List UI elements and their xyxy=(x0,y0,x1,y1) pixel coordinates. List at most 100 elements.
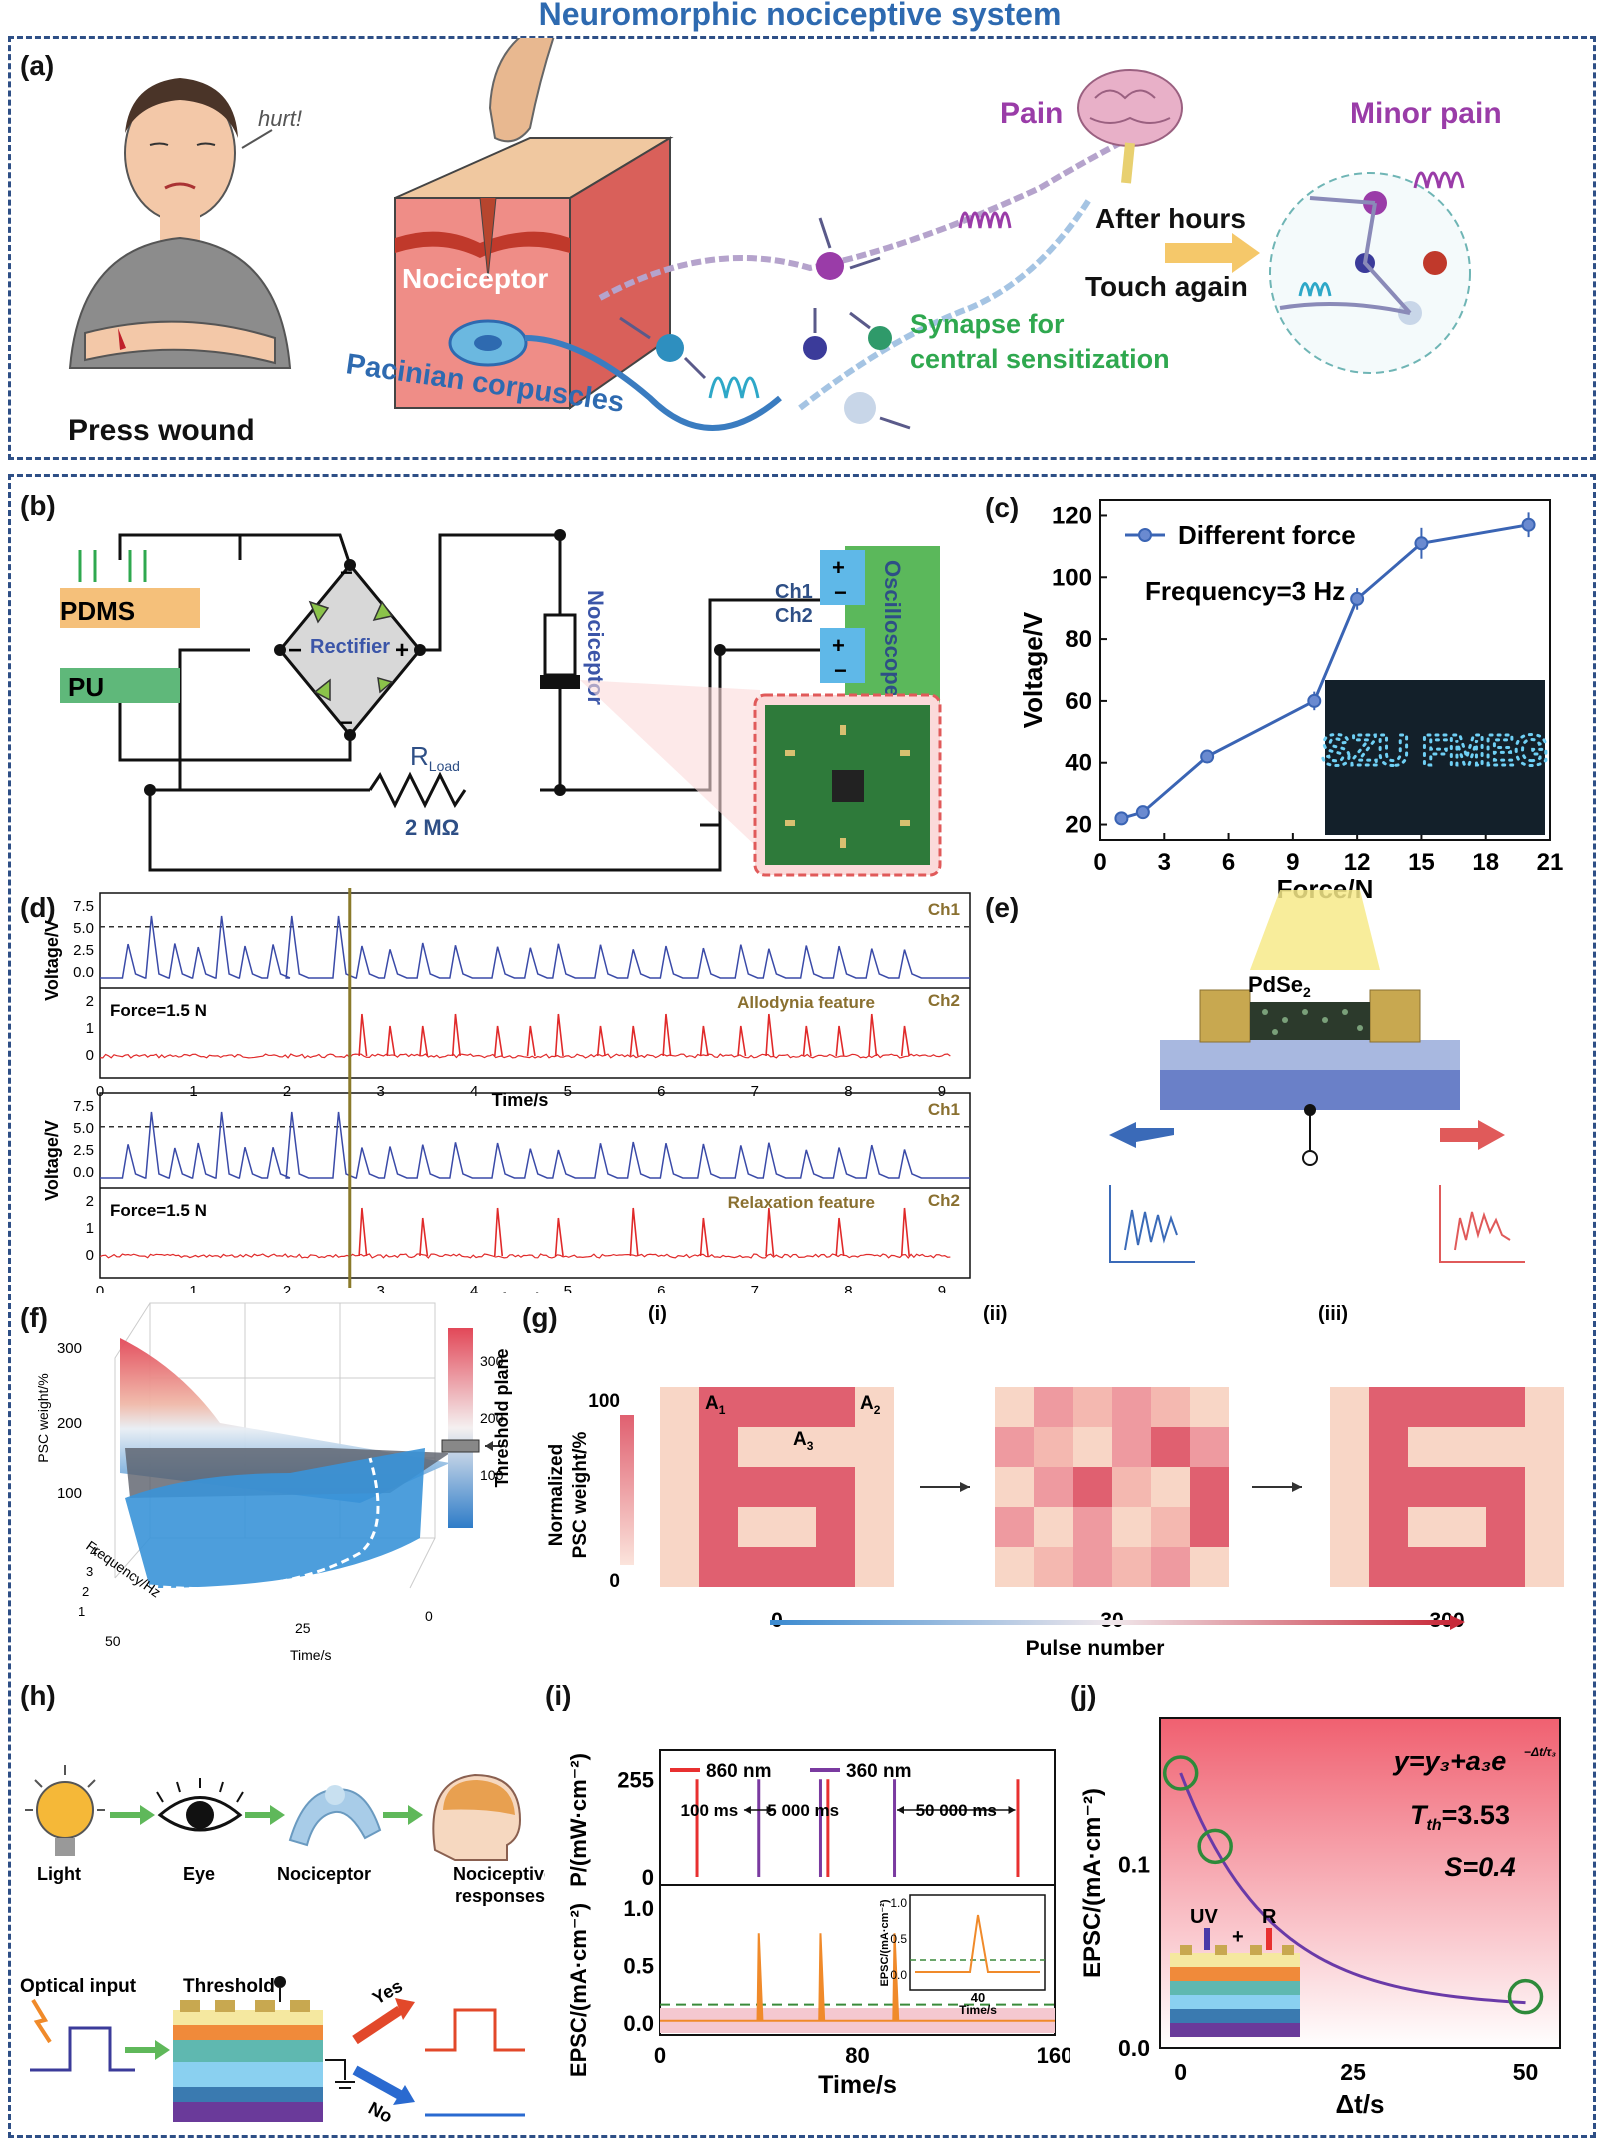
g-cell xyxy=(1073,1387,1112,1427)
g-cell xyxy=(995,1427,1034,1467)
d-frame xyxy=(99,892,971,1079)
rload-label: RLoad xyxy=(410,741,460,774)
i-epsc-spike xyxy=(892,1933,900,2021)
d-ch2-spike xyxy=(554,1013,564,1057)
i-inset-frame xyxy=(909,1894,1046,1991)
f-ytick-4: 4 xyxy=(90,1544,97,1559)
d-ytick-bottom: 1 xyxy=(86,1220,94,1237)
g-cell xyxy=(1525,1387,1564,1427)
d-xlabel: Time/s xyxy=(492,1090,549,1110)
g-cell xyxy=(1151,1507,1190,1547)
panel-a-box xyxy=(8,36,1596,460)
g-cell xyxy=(1034,1387,1073,1427)
left-arrow-icon xyxy=(1109,1122,1174,1148)
nociceptor-h-label: Nociceptor xyxy=(277,1864,371,1884)
g-cell xyxy=(816,1507,855,1547)
d-xtick: 0 xyxy=(96,1083,104,1100)
d-ytick-bottom: 2 xyxy=(86,993,94,1010)
f-ytick-2: 2 xyxy=(82,1584,89,1599)
f-ytick-3: 3 xyxy=(86,1564,93,1579)
synapse-label-1: Synapse for xyxy=(910,309,1065,339)
c-xtick-label: 18 xyxy=(1472,849,1499,876)
g-cell xyxy=(1190,1467,1229,1507)
g-cell xyxy=(1034,1427,1073,1467)
g-cell xyxy=(1112,1547,1151,1587)
g-cell xyxy=(1034,1467,1073,1507)
d-ch2-spike xyxy=(868,1013,878,1057)
g-cell xyxy=(855,1427,894,1467)
j-device-electrode xyxy=(1250,1945,1262,1955)
c-xtick-label: 3 xyxy=(1158,849,1171,876)
g-cbar-label-2: PSC weight/% xyxy=(570,1432,591,1559)
j-equation: y=y₃+a₃e xyxy=(1392,1746,1507,1776)
d-ch1-trace xyxy=(100,915,970,979)
i-inset-ytick: 1.0 xyxy=(890,1896,907,1910)
threshold-plane-label: Threshold plane xyxy=(492,1348,512,1487)
panel-b-label: (b) xyxy=(20,490,56,521)
j-r-arrow xyxy=(1266,1928,1272,1950)
g-a1-label: A1 xyxy=(705,1393,726,1417)
head-icon xyxy=(432,1773,522,1861)
i-interval-head xyxy=(1008,1806,1016,1814)
d-ch2-spike xyxy=(419,1217,429,1257)
panel-g-label: (g) xyxy=(522,1302,558,1333)
d-frame xyxy=(99,1092,971,1279)
c-ylabel: Voltage/V xyxy=(1020,611,1048,728)
d-ch2-spike xyxy=(358,1207,368,1257)
c-data-point xyxy=(1521,517,1536,532)
d-force-label: Force=1.5 N xyxy=(110,1001,207,1020)
g-cell xyxy=(1447,1507,1486,1547)
d-xtick: 2 xyxy=(283,1083,291,1100)
g-cell xyxy=(1151,1547,1190,1587)
g-arrow-head xyxy=(960,1482,970,1492)
pdse2-layer xyxy=(1250,1002,1370,1040)
panel-a-illustration: hurt! Press wound Nociceptor Pacinian co… xyxy=(68,38,1502,447)
c-xtick-label: 21 xyxy=(1537,849,1564,876)
g-cell xyxy=(1190,1507,1229,1547)
g-cell xyxy=(1151,1467,1190,1507)
ch1-minus: − xyxy=(834,580,847,605)
g-pulse-arrow xyxy=(770,1620,1450,1625)
i-int-5000: 5 000 ms xyxy=(767,1801,839,1820)
d-xtick: 1 xyxy=(189,1283,197,1293)
person-illustration xyxy=(68,78,292,369)
j-plot-frame xyxy=(1159,1717,1561,2049)
circuit-diagram: Rectifier − − + − PDMS PU RLoad 2 MΩ Noc… xyxy=(60,529,942,877)
c-plot-frame xyxy=(1099,499,1551,841)
i-inset-ytick: 0.5 xyxy=(890,1932,907,1946)
i-ytick-bottom: 0.5 xyxy=(623,1954,654,1979)
i-interval-head xyxy=(766,1806,774,1814)
eye-label: Eye xyxy=(183,1864,215,1884)
arrow-icon xyxy=(1165,233,1260,273)
f-xtick-25: 25 xyxy=(295,1620,311,1636)
f-xtick-0: 0 xyxy=(425,1608,433,1624)
d-ch2-spike xyxy=(526,1025,536,1057)
j-xtick: 0 xyxy=(1174,2059,1187,2085)
j-data-point xyxy=(1507,1978,1544,2015)
j-device-layer xyxy=(1170,2023,1300,2037)
d-ch2-spike xyxy=(699,1217,709,1257)
j-tth: Tth=3.53 xyxy=(1410,1800,1510,1834)
g-cell xyxy=(777,1467,816,1507)
g-cbar-min: 0 xyxy=(609,1571,620,1592)
c-xtick-label: 12 xyxy=(1344,849,1371,876)
g-cell xyxy=(816,1387,855,1427)
g-cell xyxy=(855,1547,894,1587)
g-cell xyxy=(1190,1547,1229,1587)
g-cell xyxy=(1112,1507,1151,1547)
d-xtick: 9 xyxy=(938,1083,946,1100)
d-ch2-spike xyxy=(765,1013,775,1057)
g-cell xyxy=(1486,1547,1525,1587)
g-cell xyxy=(699,1547,738,1587)
c-xtick-label: 15 xyxy=(1408,849,1435,876)
nociceptive-label-2: responses xyxy=(455,1886,545,1906)
panel-h-label: (h) xyxy=(20,1680,56,1711)
i-legend-360: 360 nm xyxy=(846,1761,911,1782)
no-label: No xyxy=(365,2098,396,2127)
g-cell xyxy=(816,1547,855,1587)
c-data-point xyxy=(1350,591,1365,606)
g-a2-label: A2 xyxy=(860,1393,881,1417)
g-cell xyxy=(995,1467,1034,1507)
panel-f-label: (f) xyxy=(20,1302,48,1333)
d-ytick-top: 0.0 xyxy=(73,1164,94,1181)
